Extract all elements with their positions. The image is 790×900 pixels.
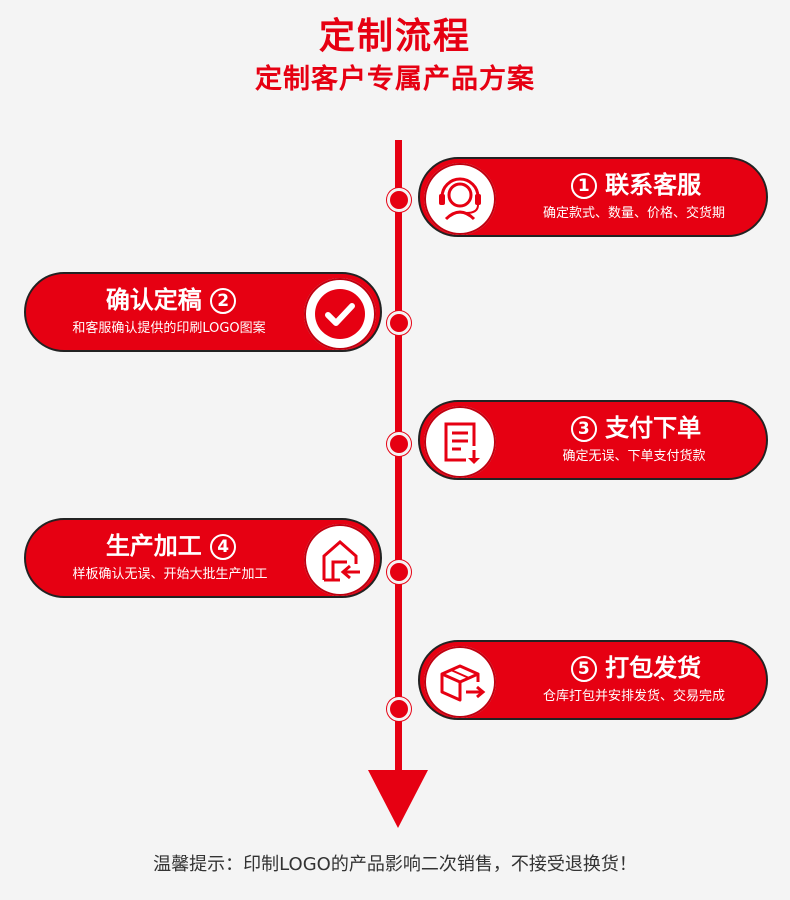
document-download-icon — [424, 406, 496, 478]
arrow-down-icon — [368, 770, 428, 828]
step-number: 1 — [570, 173, 597, 199]
step-description: 确定无误、下单支付货款 — [562, 449, 706, 464]
step-number: 2 — [210, 288, 237, 314]
step-number: 3 — [570, 416, 597, 442]
step-card-4: 生产加工 4 样板确认无误、开始大批生产加工 — [24, 518, 382, 598]
step-card-2: 确认定稿 2 和客服确认提供的印刷LOGO图案 — [24, 272, 382, 352]
step-description: 样板确认无误、开始大批生产加工 — [72, 567, 268, 582]
step-title: 3 支付下单 — [516, 412, 756, 444]
step-title: 1 联系客服 — [516, 169, 756, 201]
step-title-text: 确认定稿 — [105, 286, 202, 314]
page-title: 定制流程 — [318, 16, 471, 57]
step-title: 生产加工 4 — [42, 530, 300, 562]
step-title: 确认定稿 2 — [42, 284, 300, 316]
step-number: 5 — [570, 656, 597, 682]
step-description: 仓库打包并安排发货、交易完成 — [542, 689, 725, 704]
timeline-dot — [387, 311, 411, 335]
step-title-text: 联系客服 — [605, 171, 702, 199]
timeline-line — [395, 140, 402, 780]
timeline-dot — [387, 697, 411, 721]
footer-note: 温馨提示：印制LOGO的产品影响二次销售，不接受退换货！ — [153, 854, 637, 875]
step-description: 和客服确认提供的印刷LOGO图案 — [72, 321, 266, 336]
step-card-1: 1 联系客服 确定款式、数量、价格、交货期 — [418, 157, 768, 237]
factory-icon — [304, 524, 376, 596]
package-box-icon — [424, 646, 496, 718]
timeline-dot — [387, 560, 411, 584]
step-title: 5 打包发货 — [516, 652, 756, 684]
step-description: 确定款式、数量、价格、交货期 — [542, 206, 725, 221]
step-title-text: 打包发货 — [605, 654, 702, 682]
step-number: 4 — [210, 534, 237, 560]
headset-icon — [424, 163, 496, 235]
checkmark-icon — [304, 278, 376, 350]
page-subtitle: 定制客户专属产品方案 — [255, 64, 535, 95]
step-title-text: 支付下单 — [605, 414, 702, 442]
step-title-text: 生产加工 — [105, 532, 202, 560]
step-card-5: 5 打包发货 仓库打包并安排发货、交易完成 — [418, 640, 768, 720]
timeline-dot — [387, 188, 411, 212]
timeline-dot — [387, 432, 411, 456]
step-card-3: 3 支付下单 确定无误、下单支付货款 — [418, 400, 768, 480]
